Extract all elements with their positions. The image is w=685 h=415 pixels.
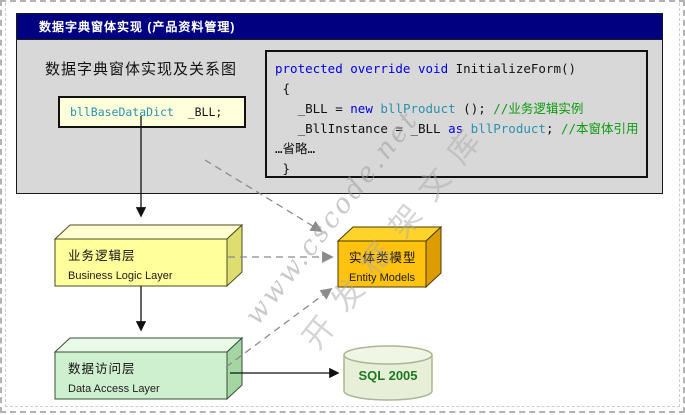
code-line-3: _BLL = new bllProduct (); //业务逻辑实例 [275, 101, 584, 116]
entity-label: 实体类模型 Entity Models [349, 247, 417, 284]
dal-title: 数据访问层 [68, 362, 136, 376]
bll-subtitle: Business Logic Layer [68, 270, 173, 282]
bll-title: 业务逻辑层 [68, 249, 136, 263]
code-line-5: …省略… [275, 141, 316, 156]
database-cylinder [343, 345, 433, 401]
inner-dashed-frame [5, 3, 680, 407]
declaration-type: bllBaseDataDict [70, 105, 174, 119]
panel-heading: 数据字典窗体实现及关系图 [45, 61, 238, 78]
declaration-variable: _BLL; [173, 105, 223, 119]
field-declaration-box: bllBaseDataDict _BLL; [58, 96, 246, 128]
entity-title: 实体类模型 [349, 251, 417, 265]
dashed-arrow-dal-to-entity [225, 287, 333, 368]
window-titlebar: 数据字典窗体实现 (产品资料管理) [17, 14, 662, 40]
code-snippet-box: protected override void InitializeForm()… [265, 50, 648, 178]
data-access-layer-box [53, 336, 244, 401]
entity-models-box [336, 225, 443, 289]
code-line-4: _BllInstance = _BLL as bllProduct; //本窗体… [275, 121, 639, 136]
bll-label: 业务逻辑层 Business Logic Layer [68, 245, 173, 282]
overview-window: 数据字典窗体实现 (产品资料管理) 数据字典窗体实现及关系图 bllBaseDa… [16, 13, 663, 194]
code-line-1: protected override void InitializeForm() [275, 61, 577, 76]
database-label: SQL 2005 [358, 368, 418, 383]
dal-subtitle: Data Access Layer [68, 383, 160, 395]
entity-subtitle: Entity Models [349, 272, 416, 284]
dashed-arrow-code-to-entity [204, 159, 323, 232]
dal-label: 数据访问层 Data Access Layer [68, 358, 160, 395]
code-line-6: } [275, 161, 291, 176]
code-line-2: { [275, 81, 291, 96]
window-title: 数据字典窗体实现 (产品资料管理) [39, 20, 236, 34]
